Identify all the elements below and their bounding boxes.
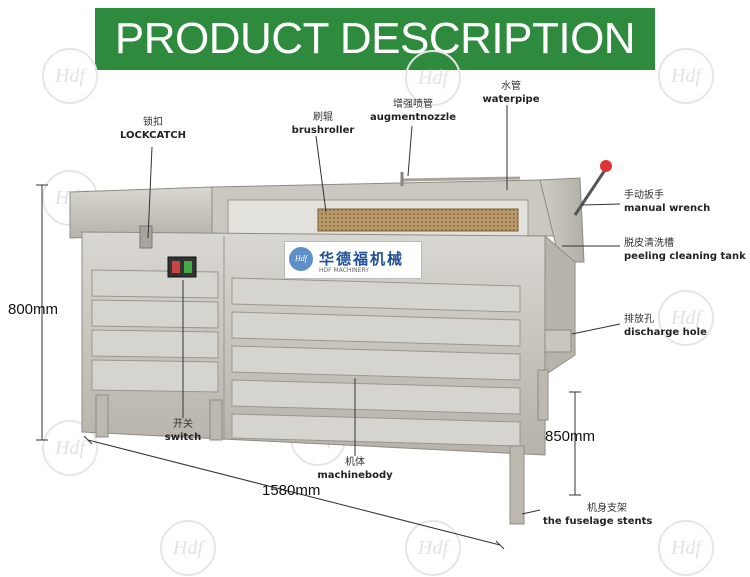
callout-lines — [147, 105, 621, 515]
label-machinebody-en: machinebody — [317, 470, 393, 481]
label-fuselage-en: the fuselage stents — [543, 516, 653, 527]
watermark-logo: Hdf — [42, 48, 98, 104]
watermark-logo: Hdf — [658, 48, 714, 104]
label-augmentnozzle-en: augmentnozzle — [370, 112, 456, 123]
watermark-logo: Hdf — [405, 520, 461, 576]
label-lockcatch-zh: 锁扣 — [143, 117, 163, 128]
label-machinebody: 机体 machinebody — [310, 456, 400, 482]
label-peeling-tank: 脱皮清洗槽 peeling cleaning tank — [624, 237, 746, 263]
watermark-logo: Hdf — [658, 520, 714, 576]
label-brushroller-en: brushroller — [291, 125, 355, 136]
brand-logo: Hdf — [289, 247, 313, 271]
label-switch-zh: 开关 — [173, 419, 193, 430]
dimension-leg-height: 850mm — [545, 428, 596, 445]
label-fuselage-zh: 机身支架 — [587, 503, 627, 514]
label-peeling-tank-zh: 脱皮清洗槽 — [624, 238, 674, 249]
label-manual-wrench-en: manual wrench — [624, 203, 711, 214]
label-switch-en: switch — [164, 432, 202, 443]
label-waterpipe-en: waterpipe — [482, 94, 540, 105]
label-switch: 开关 switch — [153, 418, 213, 444]
label-discharge-hole-zh: 排放孔 — [624, 314, 654, 325]
dimension-lines — [36, 184, 581, 550]
watermark-logo: Hdf — [42, 420, 98, 476]
label-augmentnozzle: 增强喷管 augmentnozzle — [368, 98, 458, 124]
watermark-logo: Hdf — [160, 520, 216, 576]
dimension-height: 800mm — [8, 301, 59, 318]
watermark-logo: Hdf — [405, 50, 461, 106]
label-manual-wrench-zh: 手动扳手 — [624, 190, 664, 201]
label-peeling-tank-en: peeling cleaning tank — [624, 251, 746, 262]
label-discharge-hole-en: discharge hole — [624, 327, 707, 338]
label-machinebody-zh: 机体 — [345, 457, 365, 468]
product-description-banner: PRODUCT DESCRIPTION — [95, 8, 655, 70]
brand-nameplate: Hdf 华德福机械 HDF MACHINERY — [284, 241, 422, 279]
brand-name: 华德福机械 — [319, 250, 405, 268]
label-waterpipe: 水管 waterpipe — [476, 80, 546, 106]
label-manual-wrench: 手动扳手 manual wrench — [624, 189, 710, 215]
label-waterpipe-zh: 水管 — [501, 81, 521, 92]
label-brushroller-zh: 刷辊 — [313, 112, 333, 123]
label-brushroller: 刷辊 brushroller — [288, 111, 358, 137]
label-lockcatch-en: LOCKCATCH — [120, 130, 186, 141]
dimension-length: 1580mm — [262, 482, 321, 499]
label-augmentnozzle-zh: 增强喷管 — [393, 99, 433, 110]
brand-subtitle: HDF MACHINERY — [319, 267, 369, 274]
label-lockcatch: 锁扣 LOCKCATCH — [118, 116, 188, 142]
watermark-logo: Hdf — [658, 290, 714, 346]
label-fuselage: 机身支架 the fuselage stents — [543, 502, 652, 528]
label-discharge-hole: 排放孔 discharge hole — [624, 313, 707, 339]
